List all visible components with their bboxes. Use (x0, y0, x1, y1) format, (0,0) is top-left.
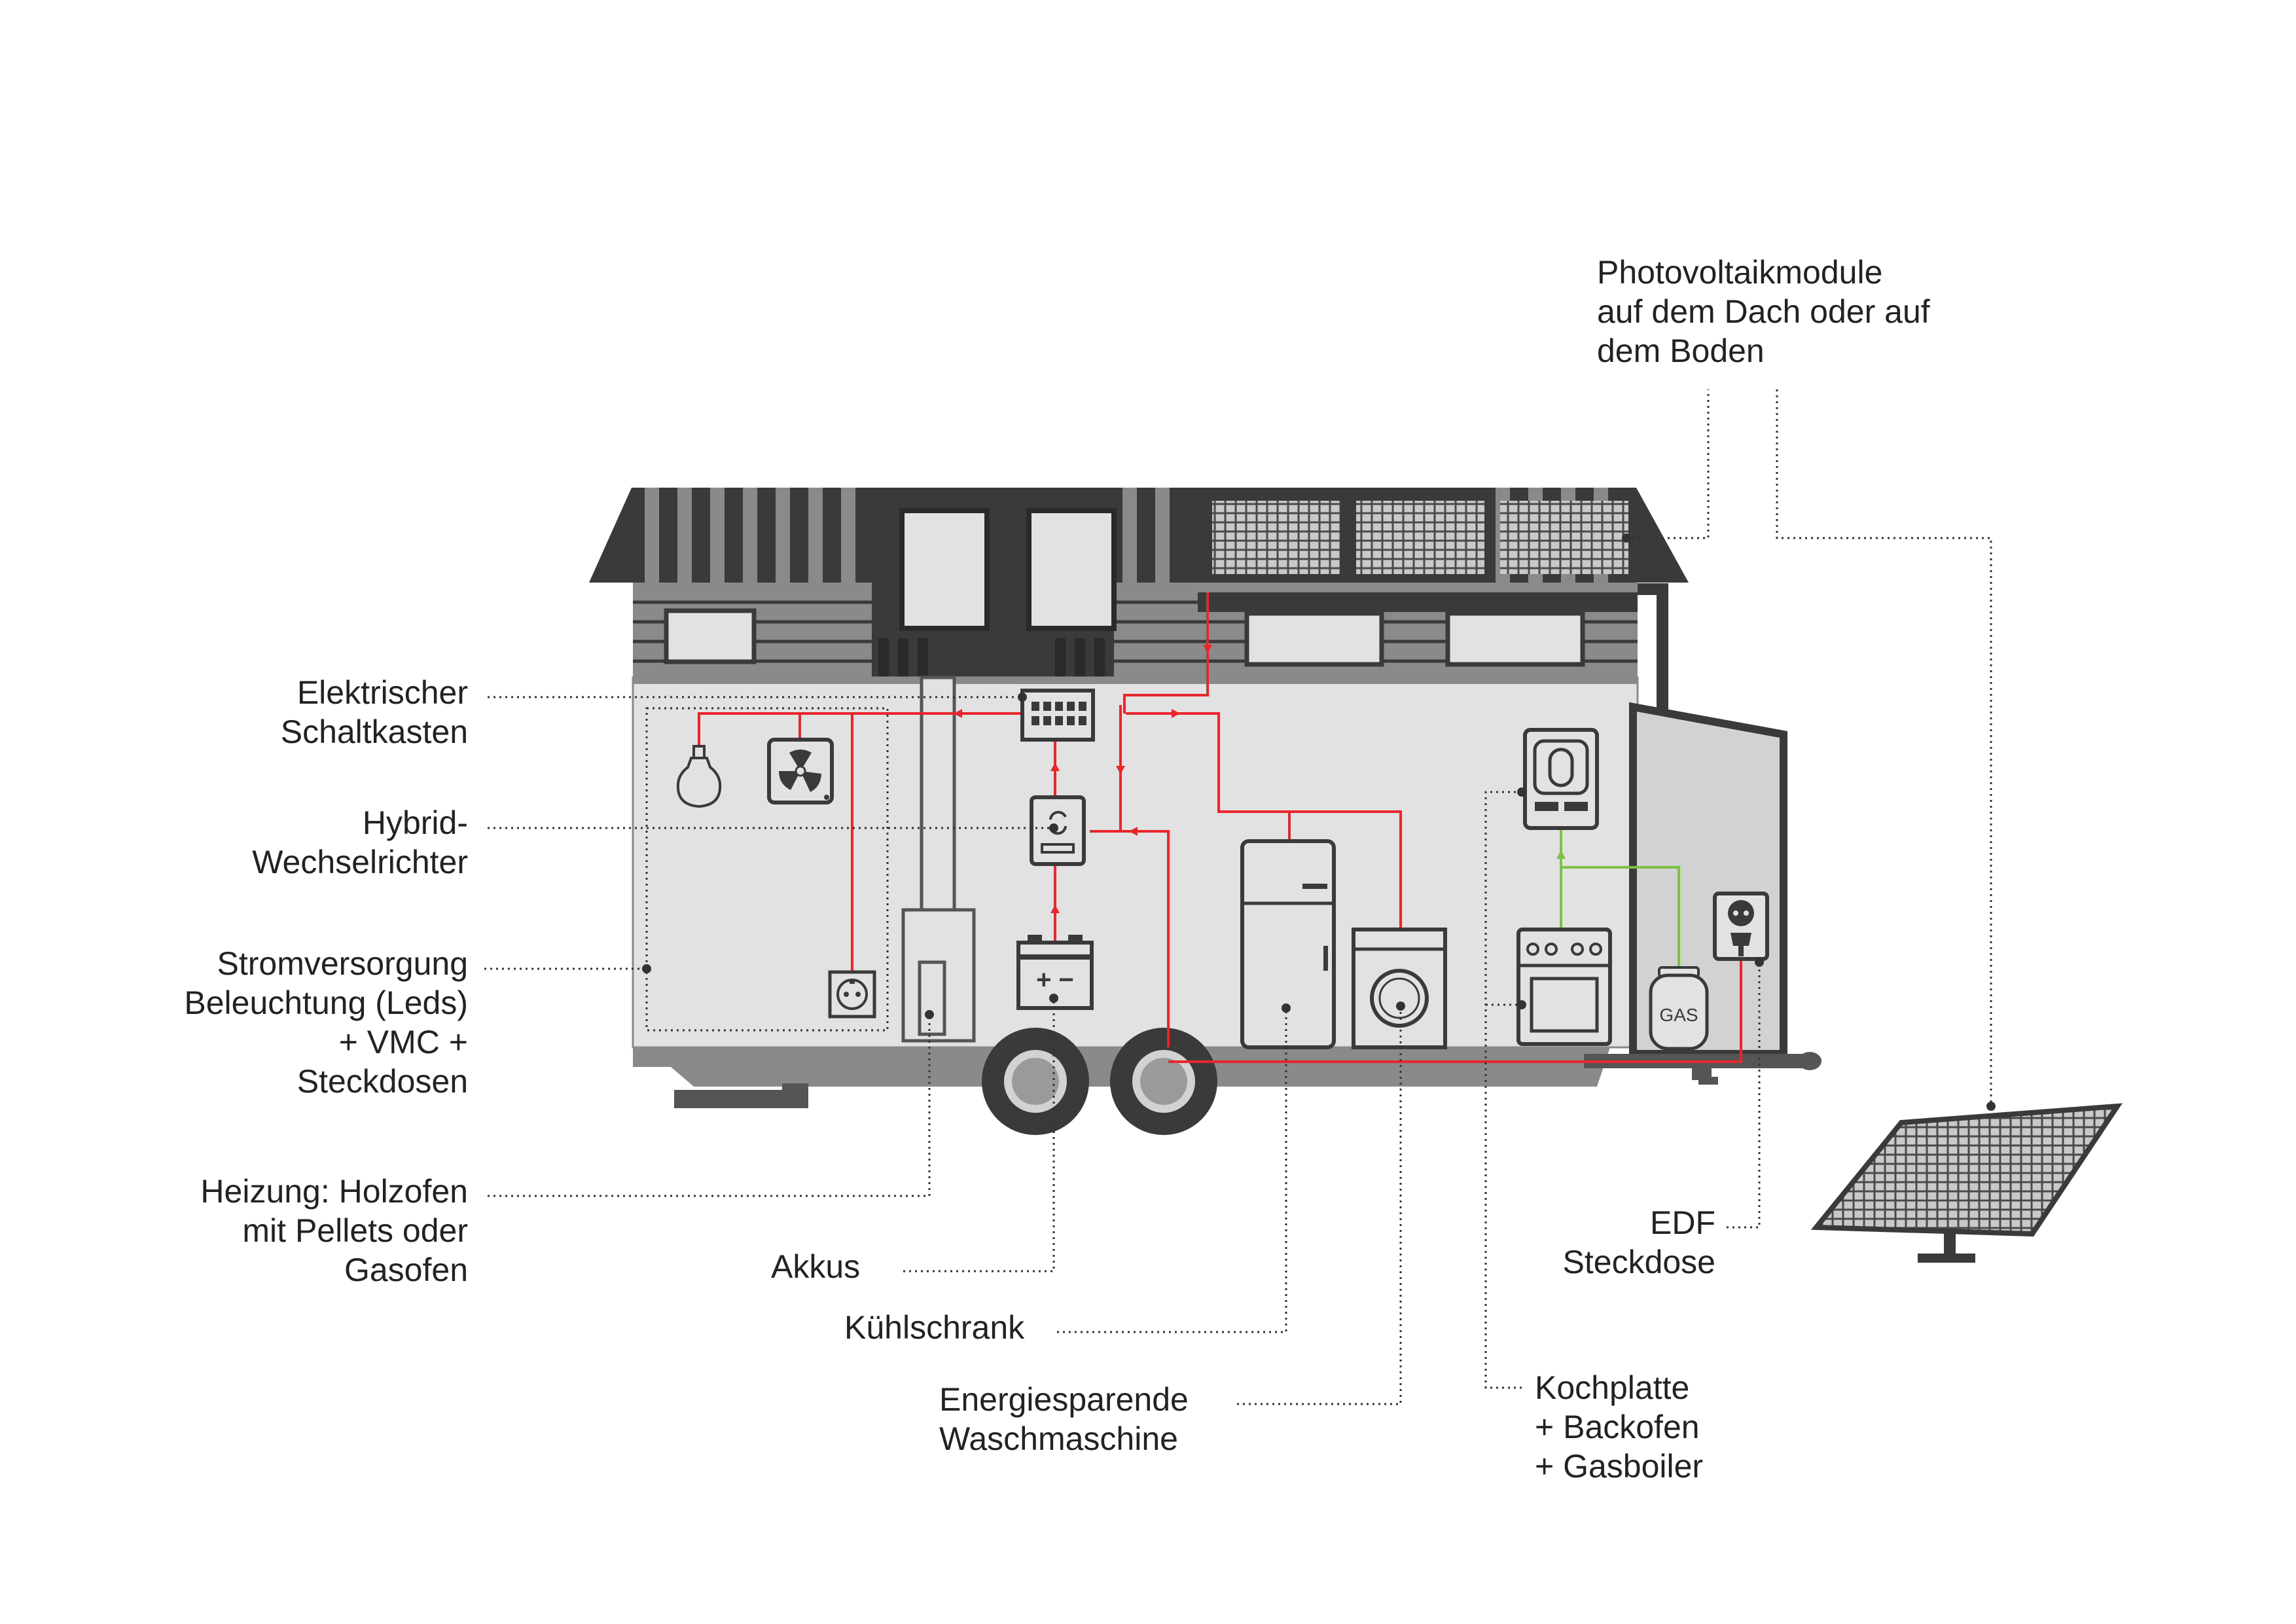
stove-oven-icon (1516, 928, 1612, 1046)
leader-lines (484, 389, 1992, 1405)
chassis (633, 1047, 1821, 1108)
ground-solar-panel-icon (1810, 1103, 2123, 1263)
roof-solar-modules (1212, 501, 1628, 574)
wheel-rear (1110, 1028, 1217, 1135)
edf-outlet-icon (1713, 892, 1769, 961)
washing-machine-icon (1352, 928, 1447, 1049)
battery-sign: + − (1036, 965, 1074, 994)
label-akkus: Akkus (771, 1248, 861, 1285)
fridge-icon (1240, 839, 1336, 1049)
label-heizung: Heizung: Holzofen mit Pellets oder Gasof… (200, 1173, 468, 1288)
label-kochplatte: Kochplatte + Backofen + Gasboiler (1535, 1369, 1704, 1485)
label-wechselrichter: Hybrid- Wechselrichter (252, 804, 468, 880)
wood-stove (901, 676, 976, 1043)
wire-arrows (954, 645, 1212, 913)
label-stromversorgung: Stromversorgung Beleuchtung (Leds) + VMC… (184, 945, 468, 1100)
gas-wiring (1560, 828, 1680, 975)
house-body (632, 676, 1639, 1049)
gas-arrow (1556, 850, 1566, 859)
label-edf: EDF Steckdose (1562, 1204, 1715, 1280)
electrical-panel-icon (1020, 689, 1095, 742)
label-photovoltaik: Photovoltaikmodule auf dem Dach oder auf… (1597, 254, 1930, 369)
light-bulb-icon (676, 745, 722, 808)
gas-tank-icon: GAS (1649, 966, 1709, 1051)
windows (664, 608, 1585, 667)
wall-outlet-icon (828, 970, 876, 1019)
label-schaltkasten: Elektrischer Schaltkasten (280, 674, 468, 750)
label-waschmaschine: Energiesparende Waschmaschine (939, 1381, 1189, 1457)
lighting-zone (645, 707, 889, 1032)
label-kuehlschrank: Kühlschrank (844, 1309, 1025, 1346)
ventilation-fan-icon (767, 738, 834, 804)
leader-dots (642, 533, 1996, 1111)
dormer (872, 488, 1117, 677)
wheel-front (982, 1028, 1089, 1135)
gas-tank-label: GAS (1659, 1005, 1698, 1025)
hybrid-inverter-icon (1030, 795, 1086, 866)
gas-boiler-icon (1523, 728, 1599, 830)
